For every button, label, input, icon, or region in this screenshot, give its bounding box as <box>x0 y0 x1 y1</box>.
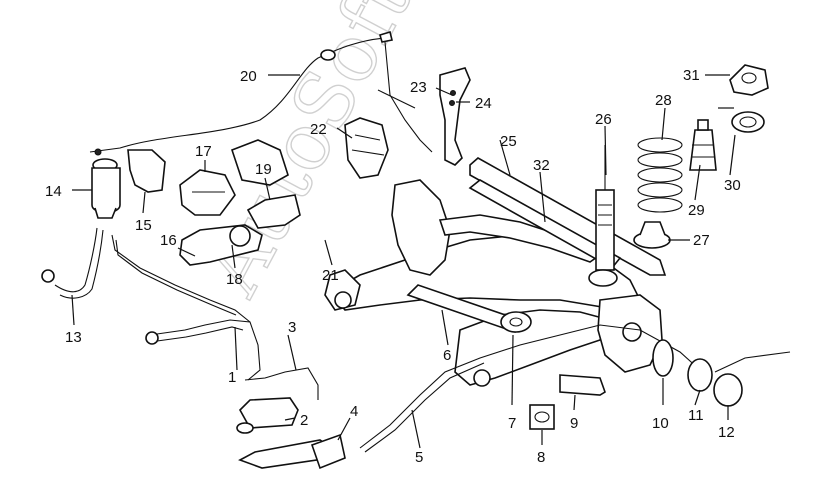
callout-16: 16 <box>160 232 177 249</box>
brake-pipe <box>111 234 251 323</box>
bump-stop-boot <box>689 119 717 171</box>
callout-13: 13 <box>65 329 82 346</box>
sleeve <box>559 374 606 396</box>
leader-lines <box>71 74 736 449</box>
callout-12: 12 <box>718 424 735 441</box>
callout-4: 4 <box>350 403 358 420</box>
handbrake-lever <box>238 433 346 470</box>
callout-5: 5 <box>415 449 423 466</box>
pressure-regulator <box>91 148 166 219</box>
callout-28: 28 <box>655 92 672 109</box>
bushing <box>500 311 555 430</box>
bracket <box>439 67 471 166</box>
callout-31: 31 <box>683 67 700 84</box>
rear-axle-subframe <box>324 179 663 387</box>
callout-30: 30 <box>724 177 741 194</box>
callout-22: 22 <box>310 121 327 138</box>
callout-7: 7 <box>508 415 516 432</box>
callout-14: 14 <box>45 183 62 200</box>
callout-11: 11 <box>688 407 704 424</box>
callout-27: 27 <box>693 232 710 249</box>
callout-20: 20 <box>240 68 257 85</box>
callout-15: 15 <box>135 217 152 234</box>
clamp <box>344 117 389 179</box>
wheel-hub <box>652 339 791 407</box>
callout-18: 18 <box>226 271 243 288</box>
callout-29: 29 <box>688 202 705 219</box>
callout-17: 17 <box>195 143 212 160</box>
callout-3: 3 <box>288 319 296 336</box>
callout-2: 2 <box>300 412 308 429</box>
brake-pipe-1 <box>145 319 261 381</box>
callout-23: 23 <box>410 79 427 96</box>
callout-32: 32 <box>533 157 550 174</box>
brake-master-cylinder <box>179 139 301 266</box>
spring-seat <box>633 221 671 249</box>
coil-spring <box>637 137 683 213</box>
callout-8: 8 <box>537 449 545 466</box>
callout-24: 24 <box>475 95 492 112</box>
shock-absorber <box>588 145 618 287</box>
brake-hose <box>41 227 104 299</box>
callout-26: 26 <box>595 111 612 128</box>
callout-1: 1 <box>228 369 236 386</box>
cable-5 <box>359 324 701 449</box>
callout-10: 10 <box>652 415 669 432</box>
brake-line-3 <box>244 367 319 400</box>
trailing-arm <box>468 157 667 276</box>
callout-labels: 1 2 3 4 5 6 7 8 9 10 11 12 13 14 15 16 1… <box>45 67 741 466</box>
callout-21: 21 <box>322 267 339 284</box>
callout-19: 19 <box>255 161 272 178</box>
callout-9: 9 <box>570 415 578 432</box>
top-mount <box>729 64 769 133</box>
brake-valve <box>236 397 299 434</box>
callout-6: 6 <box>443 347 451 364</box>
handbrake-cable <box>89 30 433 153</box>
callout-25: 25 <box>500 133 517 150</box>
